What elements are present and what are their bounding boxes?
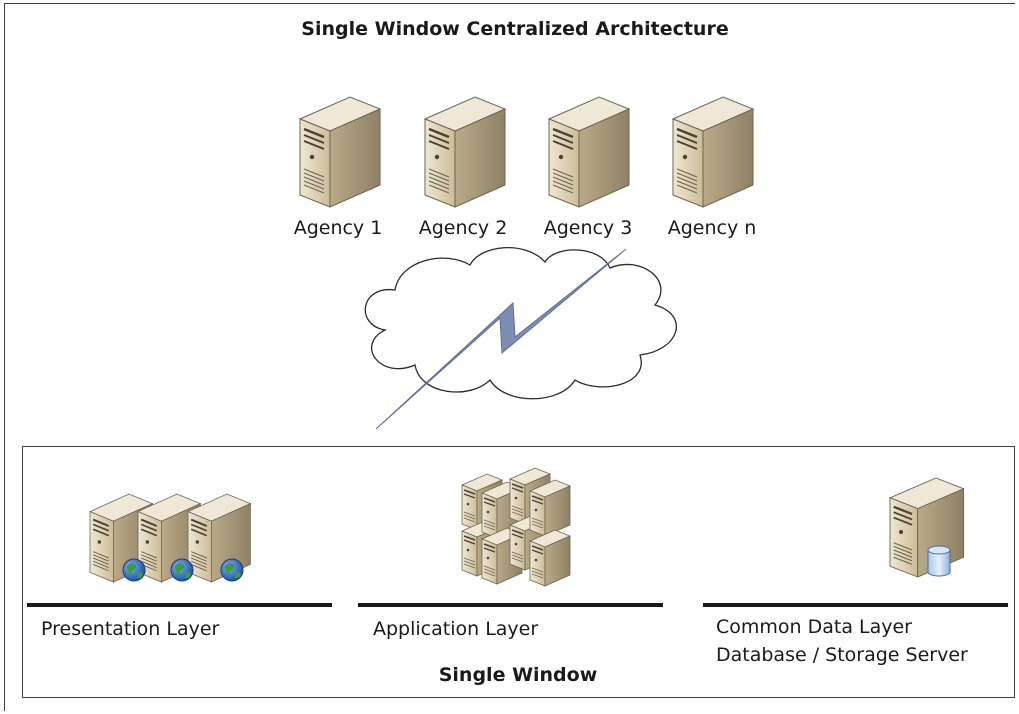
agency-server-icon <box>671 95 755 209</box>
cloud-icon <box>364 247 677 400</box>
diagram-frame <box>4 3 1015 711</box>
single-window-box <box>22 446 1015 698</box>
agency-label: Agency 2 <box>418 217 508 239</box>
presentation-layer-label: Presentation Layer <box>41 618 220 640</box>
agency-label: Agency 1 <box>293 217 383 239</box>
agency-label: Agency n <box>667 217 757 239</box>
single-window-label: Single Window <box>438 664 598 686</box>
agency-server-icon <box>547 95 631 209</box>
lightning-bolt-icon <box>375 248 627 430</box>
agency-server-icon <box>298 95 382 209</box>
data-server-label: Database / Storage Server <box>716 644 968 666</box>
application-layer-label: Application Layer <box>373 618 539 640</box>
agency-server-icon <box>423 95 507 209</box>
database-server-icon <box>888 476 965 579</box>
data-layer-label: Common Data Layer <box>716 616 912 638</box>
agency-label: Agency 3 <box>543 217 633 239</box>
diagram-title: Single Window Centralized Architecture <box>301 18 729 40</box>
